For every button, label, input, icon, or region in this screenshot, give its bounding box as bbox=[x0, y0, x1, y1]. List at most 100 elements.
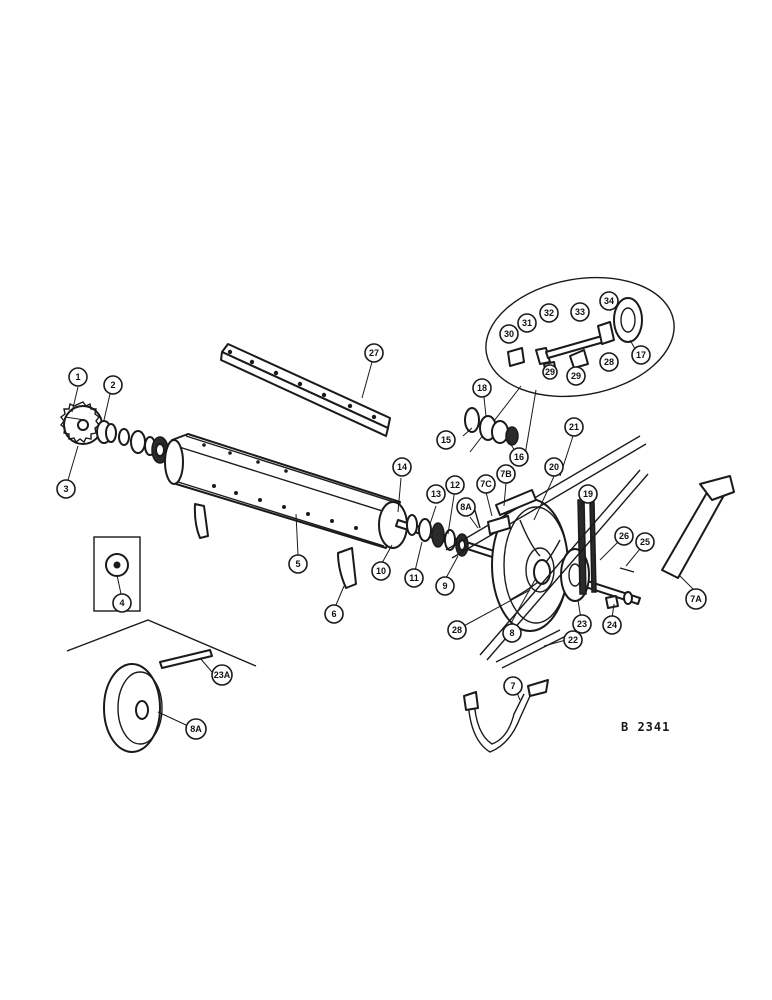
svg-text:18: 18 bbox=[477, 383, 487, 393]
hub-part bbox=[96, 420, 169, 464]
callout-23: 23 bbox=[572, 614, 592, 634]
callout-18: 18 bbox=[472, 378, 492, 398]
callout-31: 31 bbox=[517, 313, 537, 333]
svg-text:12: 12 bbox=[450, 480, 460, 490]
svg-text:23: 23 bbox=[577, 619, 587, 629]
bracket-part bbox=[471, 489, 635, 609]
svg-text:9: 9 bbox=[442, 581, 447, 591]
callout-19: 19 bbox=[578, 484, 598, 504]
callout-7a: 7A bbox=[685, 588, 707, 610]
callout-32: 32 bbox=[539, 303, 559, 323]
svg-text:7C: 7C bbox=[480, 479, 492, 489]
callout-8a-main: 8A bbox=[456, 497, 476, 517]
cylinder-part bbox=[164, 433, 408, 549]
svg-text:10: 10 bbox=[376, 566, 386, 576]
callout-28-main: 28 bbox=[447, 620, 467, 640]
svg-text:13: 13 bbox=[431, 489, 441, 499]
callout-34: 34 bbox=[599, 291, 619, 311]
callout-7c: 7C bbox=[476, 474, 496, 494]
svg-text:14: 14 bbox=[397, 462, 407, 472]
inset-ellipse bbox=[469, 276, 675, 456]
svg-text:32: 32 bbox=[544, 308, 554, 318]
svg-text:1: 1 bbox=[75, 372, 80, 382]
drawing-number: B 2341 bbox=[621, 720, 671, 734]
svg-text:20: 20 bbox=[549, 462, 559, 472]
svg-text:15: 15 bbox=[441, 435, 451, 445]
sprocket-part bbox=[60, 401, 103, 445]
callout-7: 7 bbox=[503, 676, 523, 696]
callout-9: 9 bbox=[435, 576, 455, 596]
svg-text:16: 16 bbox=[514, 452, 524, 462]
callout-17: 17 bbox=[631, 345, 651, 365]
svg-text:5: 5 bbox=[295, 559, 300, 569]
svg-text:30: 30 bbox=[504, 329, 514, 339]
svg-text:31: 31 bbox=[522, 318, 532, 328]
callout-20: 20 bbox=[544, 457, 564, 477]
callout-5: 5 bbox=[288, 554, 308, 574]
callout-16: 16 bbox=[509, 447, 529, 467]
callout-3: 3 bbox=[56, 479, 76, 499]
blade-part bbox=[193, 503, 357, 589]
callout-11: 11 bbox=[404, 568, 424, 588]
small-pulley-part bbox=[560, 499, 597, 602]
idler-arm-part bbox=[463, 679, 549, 753]
callout-2: 2 bbox=[103, 375, 123, 395]
svg-text:2: 2 bbox=[110, 380, 115, 390]
svg-text:3: 3 bbox=[63, 484, 68, 494]
svg-text:7A: 7A bbox=[690, 594, 702, 604]
callout-6: 6 bbox=[324, 604, 344, 624]
bearing-part bbox=[464, 407, 519, 446]
callout-8a-inset: 8A bbox=[185, 718, 207, 740]
callout-29-upper: 29 bbox=[566, 366, 586, 386]
svg-text:26: 26 bbox=[619, 531, 629, 541]
svg-text:8: 8 bbox=[509, 628, 514, 638]
callout-15: 15 bbox=[436, 430, 456, 450]
svg-text:8A: 8A bbox=[460, 502, 472, 512]
callout-23a: 23A bbox=[211, 664, 233, 686]
callout-28-inset: 28 bbox=[599, 352, 619, 372]
callout-7b: 7B bbox=[496, 464, 516, 484]
svg-text:11: 11 bbox=[409, 573, 419, 583]
callout-4: 4 bbox=[112, 593, 132, 613]
callout-1: 1 bbox=[68, 367, 88, 387]
svg-text:27: 27 bbox=[369, 348, 379, 358]
svg-text:34: 34 bbox=[604, 296, 614, 306]
callout-29-lower: 29 bbox=[542, 364, 558, 380]
slat-part bbox=[661, 475, 735, 579]
callout-10: 10 bbox=[371, 561, 391, 581]
svg-text:7B: 7B bbox=[500, 469, 512, 479]
belt-part bbox=[445, 435, 649, 669]
svg-text:25: 25 bbox=[640, 537, 650, 547]
svg-text:33: 33 bbox=[575, 307, 585, 317]
inset-panel bbox=[66, 619, 257, 753]
svg-text:28: 28 bbox=[604, 357, 614, 367]
svg-text:7: 7 bbox=[510, 681, 515, 691]
callout-21: 21 bbox=[564, 417, 584, 437]
svg-text:19: 19 bbox=[583, 489, 593, 499]
svg-text:22: 22 bbox=[568, 635, 578, 645]
callout-33: 33 bbox=[570, 302, 590, 322]
callout-14: 14 bbox=[392, 457, 412, 477]
svg-text:28: 28 bbox=[452, 625, 462, 635]
callout-8: 8 bbox=[502, 623, 522, 643]
leader-lines bbox=[67, 339, 695, 726]
callout-13: 13 bbox=[426, 484, 446, 504]
svg-text:24: 24 bbox=[607, 620, 617, 630]
svg-text:23A: 23A bbox=[214, 670, 231, 680]
rail-part bbox=[220, 343, 391, 437]
svg-text:6: 6 bbox=[331, 609, 336, 619]
callout-22: 22 bbox=[563, 630, 583, 650]
callout-12: 12 bbox=[445, 475, 465, 495]
svg-text:17: 17 bbox=[636, 350, 646, 360]
svg-text:8A: 8A bbox=[190, 724, 202, 734]
svg-text:29: 29 bbox=[545, 367, 555, 377]
svg-text:29: 29 bbox=[571, 371, 581, 381]
callout-24: 24 bbox=[602, 615, 622, 635]
svg-text:21: 21 bbox=[569, 422, 579, 432]
callout-30: 30 bbox=[499, 324, 519, 344]
callout-26: 26 bbox=[614, 526, 634, 546]
callout-25: 25 bbox=[635, 532, 655, 552]
svg-text:4: 4 bbox=[119, 598, 124, 608]
callout-27: 27 bbox=[364, 343, 384, 363]
